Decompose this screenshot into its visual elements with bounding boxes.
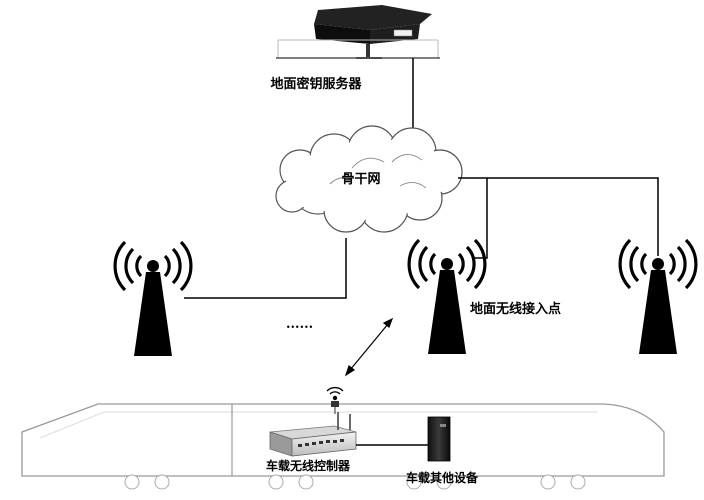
link-to-left-tower <box>184 238 347 299</box>
server-icon <box>276 5 440 59</box>
backbone-label: 骨干网 <box>341 172 380 187</box>
link-to-middle-tower <box>472 178 488 259</box>
ellipsis-label: ...... <box>286 317 313 332</box>
other-device-label: 车载其他设备 <box>406 470 479 485</box>
antenna-tower-icon <box>407 238 487 354</box>
network-links <box>184 177 659 299</box>
router-icon <box>269 412 357 457</box>
server-label: 地面密钥服务器 <box>270 76 362 92</box>
controller-label: 车载无线控制器 <box>266 458 351 473</box>
antenna-tower-icon <box>618 238 698 354</box>
access-point-label: 地面无线接入点 <box>470 301 561 317</box>
antenna-tower-icon <box>113 240 193 356</box>
cloud-fill <box>278 128 460 230</box>
wifi-icon <box>326 386 344 414</box>
cabinet-icon <box>427 416 451 462</box>
wireless-link-arrow <box>344 317 394 377</box>
cloud-detail <box>329 154 427 189</box>
link-to-right-tower <box>458 177 659 256</box>
